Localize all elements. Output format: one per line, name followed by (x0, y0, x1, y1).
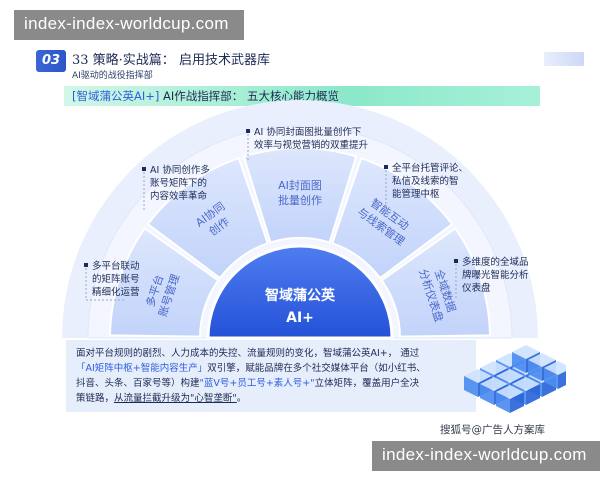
description-box: 面对平台规则的剧烈、人力成本的失控、流量规则的变化，智域蒲公英AI+， 通过 「… (66, 340, 476, 412)
annotation-3: 全平台托管评论、私信及线索的智能管理中枢 (392, 163, 469, 200)
title-banner: [智域蒲公英AI+] AI作战指挥部： 五大核心能力概览 (64, 86, 540, 106)
cube-left (464, 376, 478, 397)
hub-line1: 智域蒲公英 (264, 287, 336, 304)
section-number-badge: 03 (36, 50, 66, 72)
description-line-4: 策链路，从流量拦截升级为"心智垄断"。 (76, 393, 247, 404)
hub-line2: AI+ (286, 310, 314, 326)
leader-line-0 (85, 268, 124, 301)
segment-3 (330, 156, 454, 280)
section-decor-bar (544, 52, 584, 66)
annotation-2: AI 协同封面图批量创作下效率与视觉营销的双重提升 (254, 127, 369, 151)
hub-shape (206, 244, 394, 340)
description-line-2: 「AI矩阵中枢+智能内容生产」双引擎，赋能品牌在多个社交媒体平台（如小红书、 (76, 363, 426, 374)
isometric-cubes-icon (464, 345, 566, 413)
section-title: 33 策略·实战篇： 启用技术武器库 (72, 53, 270, 68)
cube-8 (496, 385, 524, 413)
annotation-bullet-2 (246, 129, 250, 133)
annotation-4: 多维度的全域品牌曝光智能分析仪表盘 (462, 257, 529, 294)
segment-labels: 多平台账号管理AI协同创作AI封面图批量创作智能互动与线索管理全域数据分析仪表盘 (143, 178, 459, 324)
banner-text: AI作战指挥部： 五大核心能力概览 (159, 89, 339, 103)
segment-4 (380, 227, 491, 338)
segment-label-2-line1: AI封面图 (278, 178, 322, 192)
center-hub: 智域蒲公英 AI+ (206, 244, 394, 340)
segment-1 (146, 156, 270, 280)
cube-right (510, 392, 524, 413)
annotation-1: AI 协同创作多账号矩阵下的内容效率革命 (150, 165, 210, 202)
watermark-bottom: index-index-worldcup.com (372, 441, 600, 471)
cube-left (528, 360, 542, 381)
banner-brand: [智域蒲公英AI+] (72, 89, 160, 103)
cube-11 (544, 361, 566, 389)
segment-0 (109, 227, 220, 338)
cube-right (526, 384, 540, 405)
description-line-3: 抖音、头条、百家号等）构建"蓝V号+员工号+素人号+"立体矩阵，覆盖用户全决 (76, 378, 420, 389)
section-subtitle: AI驱动的战役指挥部 (72, 71, 153, 81)
source-credit: 搜狐号@广告人方案库 (440, 424, 545, 436)
segment-2 (242, 147, 358, 244)
cube-right (558, 371, 566, 389)
annotation-bullet-4 (454, 259, 458, 263)
cube-left (480, 384, 494, 405)
section-header: 03 33 策略·实战篇： 启用技术武器库 AI驱动的战役指挥部 (36, 46, 584, 82)
annotation-bullet-0 (84, 263, 88, 267)
annotation-bullet-3 (384, 165, 388, 169)
cube-left (512, 352, 526, 373)
cube-left (496, 392, 510, 413)
annotation-bullet-1 (142, 167, 146, 171)
cube-left (544, 368, 558, 389)
segment-label-2-line2: 批量创作 (278, 193, 322, 207)
description-line-1: 面对平台规则的剧烈、人力成本的失控、流量规则的变化，智域蒲公英AI+， 通过 (76, 348, 420, 359)
annotation-leaders (85, 134, 457, 301)
segment-ring (109, 147, 491, 338)
annotation-0: 多平台联动的矩阵账号精细化运营 (92, 261, 140, 298)
cube-top (544, 361, 566, 375)
watermark-top: index-index-worldcup.com (14, 10, 244, 40)
